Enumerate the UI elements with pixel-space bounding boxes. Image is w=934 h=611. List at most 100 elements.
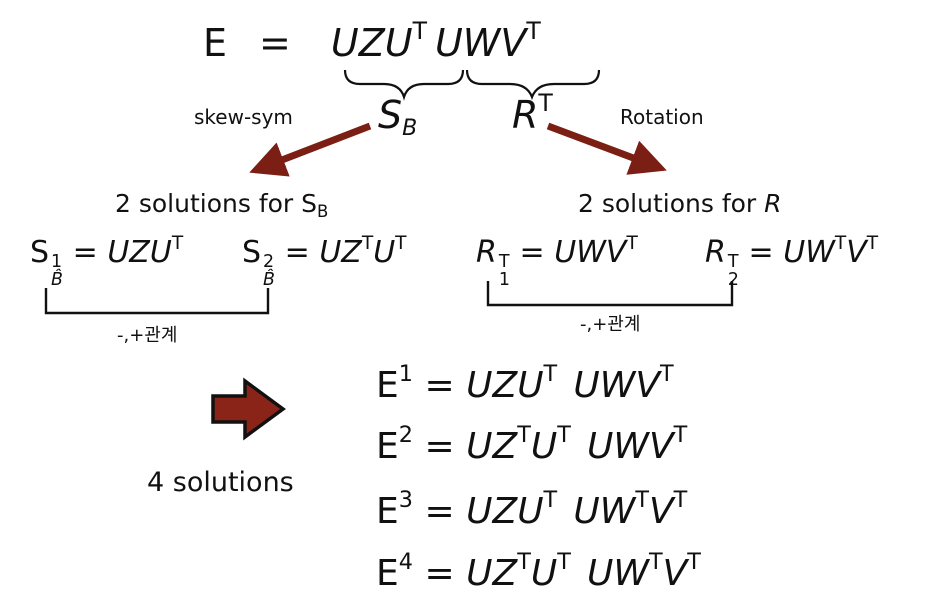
equals-sign: = (424, 553, 455, 594)
sup-index: 2 (398, 421, 413, 448)
transpose-mark: T (673, 486, 688, 513)
equals-sign: = (284, 235, 310, 270)
u-symbol: U (373, 235, 396, 270)
u-symbol: U (573, 491, 600, 532)
v-symbol: V (635, 365, 660, 406)
arrow-to-r-solutions (546, 122, 667, 175)
u-symbol: U (587, 426, 614, 467)
z-symbol: Z (492, 553, 518, 594)
z-symbol: Z (492, 491, 518, 532)
block-arrow-icon (211, 377, 286, 441)
b-subscript: B (402, 116, 418, 142)
four-solutions-label: 4 solutions (147, 467, 294, 498)
transpose-mark: T (395, 232, 407, 254)
sub-index: 2 (727, 269, 739, 290)
sb-solutions-heading: 2 solutions for SB (115, 189, 328, 220)
heading-variable: R (764, 189, 782, 218)
w-symbol: W (599, 365, 636, 406)
transpose-mark: T (635, 486, 649, 513)
bracket-right (486, 281, 734, 307)
s-letter: S (242, 235, 262, 270)
e-symbol: E (376, 365, 399, 406)
u-symbol: U (466, 491, 493, 532)
s-letter: S (30, 235, 50, 270)
transpose-mark: T (727, 252, 739, 273)
transpose-mark: T (517, 421, 531, 448)
r-solutions-heading: 2 solutions for R (578, 191, 782, 216)
transpose-mark: T (517, 548, 531, 575)
u-symbol: U (573, 365, 600, 406)
sb-symbol: SB (378, 96, 417, 140)
transpose-mark: T (648, 548, 663, 575)
heading-subscript: B (317, 202, 329, 222)
w-symbol: W (613, 426, 649, 467)
v-symbol: V (648, 491, 674, 532)
arrow-to-sb-solutions (249, 122, 372, 177)
equals-sign: = (259, 21, 291, 65)
v-symbol: V (500, 21, 527, 65)
transpose-mark: T (498, 252, 510, 273)
u-symbol: U (319, 235, 342, 270)
u-symbol: U (530, 426, 558, 467)
equals-sign: = (424, 426, 455, 467)
relation-label-left: -,+관계 (117, 325, 178, 346)
equals-sign: = (748, 235, 774, 270)
w-symbol: W (599, 491, 636, 532)
sub-bhat: B̂ (263, 269, 275, 290)
u-symbol: U (783, 235, 806, 270)
underbrace-left (343, 69, 465, 101)
heading-text: 2 solutions for S (115, 189, 318, 218)
u-symbol: U (384, 21, 413, 65)
sub-bhat: B̂ (51, 269, 63, 290)
transpose-mark: T (626, 232, 638, 254)
transpose-mark: T (866, 232, 879, 254)
transpose-mark: T (687, 548, 701, 575)
relation-label-right: -,+관계 (580, 314, 641, 335)
transpose-mark: T (543, 360, 558, 387)
v-symbol: V (648, 426, 674, 467)
z-symbol: Z (358, 21, 385, 65)
e-symbol: E (376, 426, 399, 467)
u-symbol: U (517, 365, 544, 406)
u-symbol: U (587, 553, 614, 594)
u-symbol: U (554, 235, 577, 270)
v-symbol: V (662, 553, 688, 594)
transpose-mark: T (543, 486, 558, 513)
equals-sign: = (72, 235, 98, 270)
transpose-mark: T (557, 421, 571, 448)
u-symbol: U (530, 553, 558, 594)
rotation-label: Rotation (620, 105, 704, 129)
z-symbol: Z (341, 235, 362, 270)
equals-sign: = (424, 365, 455, 406)
r-letter: R (476, 235, 497, 270)
z-symbol: Z (492, 426, 518, 467)
u-symbol: U (517, 491, 544, 532)
sup-index: 2 (263, 252, 275, 273)
u-symbol: U (149, 235, 172, 270)
equals-sign: = (519, 235, 545, 270)
sup-index: 4 (398, 548, 413, 575)
z-symbol: Z (129, 235, 150, 270)
r-letter: R (705, 235, 726, 270)
sup-index: 3 (398, 486, 413, 513)
heading-text: 2 solutions for (578, 189, 765, 218)
transpose-mark: T (834, 232, 847, 254)
w-symbol: W (805, 235, 835, 270)
transpose-mark: T (538, 89, 553, 118)
sub-index: 1 (498, 269, 510, 290)
e-symbol: E (376, 491, 399, 532)
transpose-mark: T (171, 232, 184, 254)
sup-index: 1 (51, 252, 63, 273)
u-symbol: U (466, 426, 493, 467)
z-symbol: Z (492, 365, 518, 406)
transpose-mark: T (557, 548, 571, 575)
transpose-mark: T (361, 232, 374, 254)
r-letter: R (512, 93, 539, 137)
